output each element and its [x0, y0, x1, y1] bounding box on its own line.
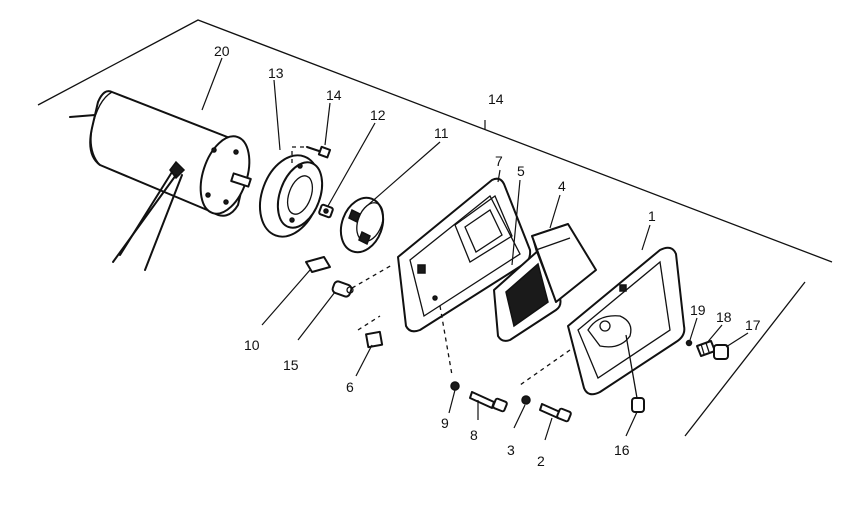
- callout-17: 17: [745, 317, 761, 333]
- nut-3: [521, 395, 531, 405]
- adapter-ring: [259, 154, 324, 238]
- callout-labels: 20 13 14 12 11 14 7 5 4 1 10 15 6 9 8 3 …: [214, 43, 761, 469]
- gasket-square: [357, 315, 384, 349]
- callout-5: 5: [517, 163, 525, 179]
- callout-14-assembly: 14: [488, 91, 504, 107]
- nut-9: [450, 381, 460, 391]
- drain-fitting: [631, 397, 645, 413]
- callout-16: 16: [614, 442, 630, 458]
- callout-20: 20: [214, 43, 230, 59]
- callout-12: 12: [370, 107, 386, 123]
- callout-2: 2: [537, 453, 545, 469]
- pad: [305, 256, 331, 273]
- callout-18: 18: [716, 309, 732, 325]
- motor: [69, 90, 252, 271]
- front-housing: [519, 246, 686, 399]
- assembly-bracket-outline: [37, 19, 833, 437]
- washer: [685, 339, 693, 347]
- callout-13: 13: [268, 65, 284, 81]
- motor-screw: [291, 145, 332, 163]
- callout-14-screw: 14: [326, 87, 342, 103]
- callout-10: 10: [244, 337, 260, 353]
- callout-4: 4: [558, 178, 566, 194]
- callout-19: 19: [690, 302, 706, 318]
- callout-9: 9: [441, 415, 449, 431]
- leader-lines: [201, 57, 749, 441]
- callout-3: 3: [507, 442, 515, 458]
- pressure-parts: [685, 339, 729, 360]
- bolt-8: [469, 391, 495, 409]
- callout-8: 8: [470, 427, 478, 443]
- bushing: [331, 264, 393, 298]
- callout-6: 6: [346, 379, 354, 395]
- callout-1: 1: [648, 208, 656, 224]
- fasteners: [450, 381, 572, 423]
- spring-clip: [318, 203, 334, 219]
- callout-7: 7: [495, 153, 503, 169]
- callout-15: 15: [283, 357, 299, 373]
- coupling: [339, 196, 385, 254]
- filter-pad: [531, 223, 597, 303]
- cap: [713, 344, 729, 360]
- callout-11: 11: [434, 125, 449, 141]
